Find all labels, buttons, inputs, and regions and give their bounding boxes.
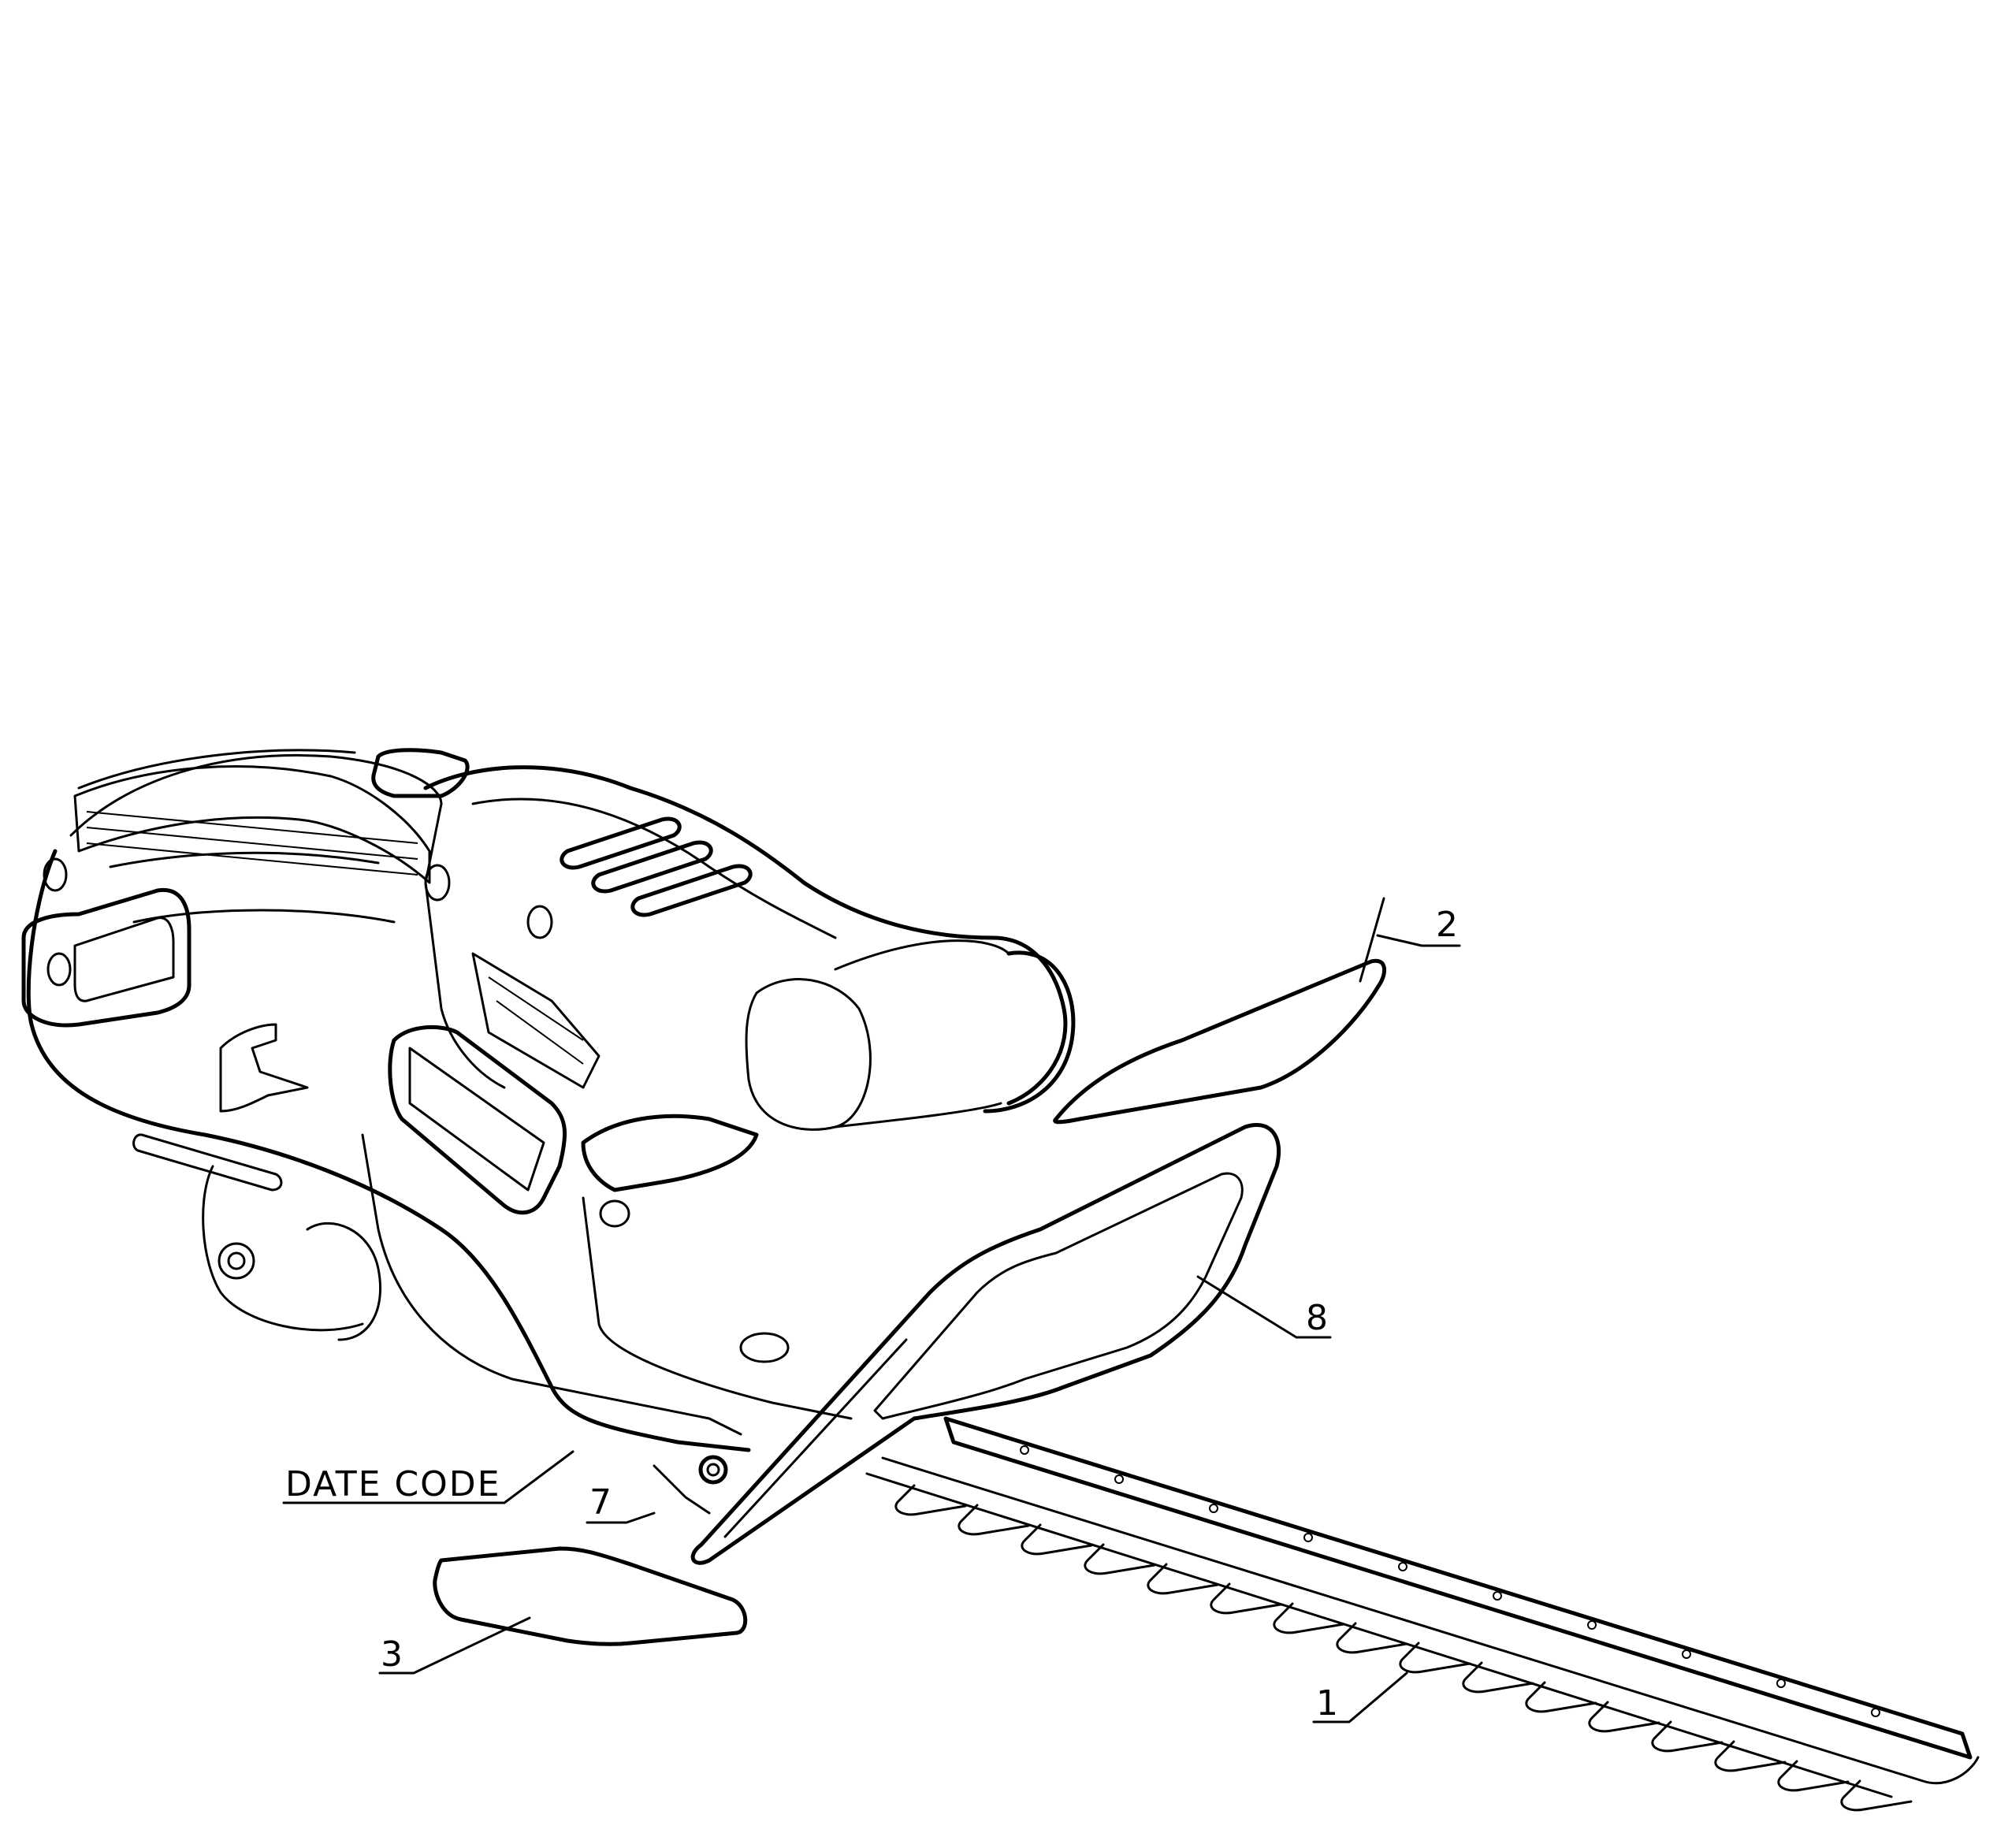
- leader-lines: [282, 897, 1461, 1723]
- label-plate-bottom: [433, 1546, 748, 1646]
- callout-8: 8: [1306, 1298, 1329, 1338]
- grip-mesh: [86, 811, 418, 876]
- callout-3: 3: [381, 1634, 404, 1675]
- rear-handle: [21, 749, 751, 1452]
- callout-1: 1: [1316, 1683, 1340, 1723]
- blade-teeth: [894, 1484, 1913, 1812]
- callout-date-code: DATE CODE: [285, 1464, 501, 1504]
- motor-housing: [371, 748, 1076, 1131]
- rear-switch-housing: [21, 887, 192, 1028]
- blade-rivets: [1020, 1445, 1880, 1717]
- cord-socket: [218, 1242, 255, 1280]
- callout-2: 2: [1436, 905, 1460, 945]
- front-knob: [745, 978, 872, 1131]
- blade: [865, 1416, 1980, 1812]
- screw: [653, 1455, 728, 1515]
- front-handle: [202, 1024, 853, 1436]
- trigger: [219, 1023, 309, 1113]
- label-plate-top: [1053, 958, 1387, 1125]
- lock-off-button: [371, 748, 470, 798]
- hand-guard: [690, 1122, 1281, 1565]
- callout-7: 7: [589, 1482, 613, 1523]
